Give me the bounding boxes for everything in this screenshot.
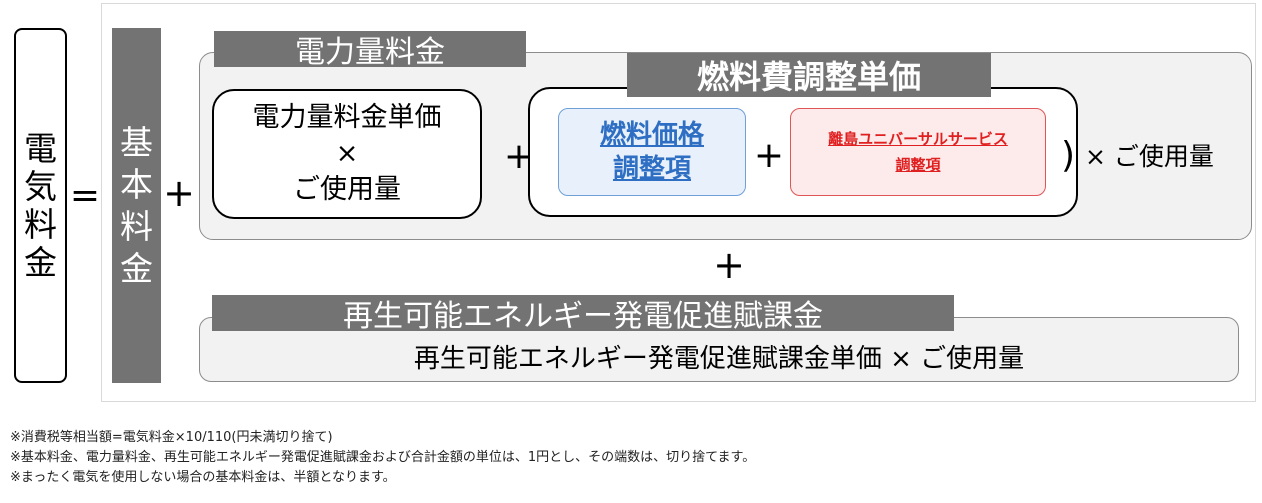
energy-unit-box: 電力量料金単価 × ご使用量 [212, 89, 482, 219]
fuel-price-line: 燃料価格 [599, 120, 704, 150]
energy-unit-line: 電力量料金単価 [252, 102, 442, 133]
inner-plus-sign: + [753, 134, 785, 176]
basic-fee-char: 基 [120, 122, 153, 162]
basic-fee-bar: 基 本 料 金 [112, 28, 161, 383]
diagram-frame [101, 3, 1256, 402]
renewable-formula: 再生可能エネルギー発電促進賦課金単価 × ご使用量 [413, 343, 1025, 374]
energy-unit-line: ご使用量 [293, 174, 401, 205]
fuel-price-line: 調整項 [612, 154, 691, 184]
note-line: ※消費税等相当額=電気料金×10/110(円未満切り捨て) [10, 430, 333, 445]
electricity-fee-char: 料 [24, 204, 57, 244]
electricity-fee-char: 金 [24, 242, 57, 282]
basic-fee-char: 金 [120, 248, 153, 288]
note-line: ※まったく電気を使用しない場合の基本料金は、半額となります。 [10, 470, 396, 485]
island-line: 調整項 [895, 156, 941, 174]
note-line: ※基本料金、電力量料金、再生可能エネルギー発電促進賦課金および合計金額の単位は、… [10, 450, 756, 465]
equals-sign: = [69, 174, 101, 216]
middle-plus-sign: + [713, 243, 745, 287]
plus-sign: + [163, 171, 195, 215]
close-paren: ) [1060, 134, 1076, 176]
energy-unit-line: × [335, 138, 359, 169]
island-universal-service-box: 離島ユニバーサルサービス 調整項 [790, 108, 1046, 196]
fuel-adjustment-title: 燃料費調整単価 [627, 53, 991, 97]
energy-fee-title: 電力量料金 [214, 31, 526, 70]
fuel-price-adjustment-box: 燃料価格 調整項 [558, 108, 746, 196]
renewable-title: 再生可能エネルギー発電促進賦課金 [212, 295, 954, 334]
island-line: 離島ユニバーサルサービス [828, 130, 1008, 148]
basic-fee-char: 料 [120, 206, 153, 246]
times-usage: × ご使用量 [1085, 142, 1214, 171]
electricity-fee-char: 気 [24, 166, 57, 206]
basic-fee-char: 本 [120, 164, 153, 204]
electricity-fee-box: 電 気 料 金 [14, 28, 67, 383]
electricity-fee-char: 電 [24, 128, 57, 168]
notes: ※消費税等相当額=電気料金×10/110(円未満切り捨て) ※基本料金、電力量料… [10, 428, 1250, 498]
